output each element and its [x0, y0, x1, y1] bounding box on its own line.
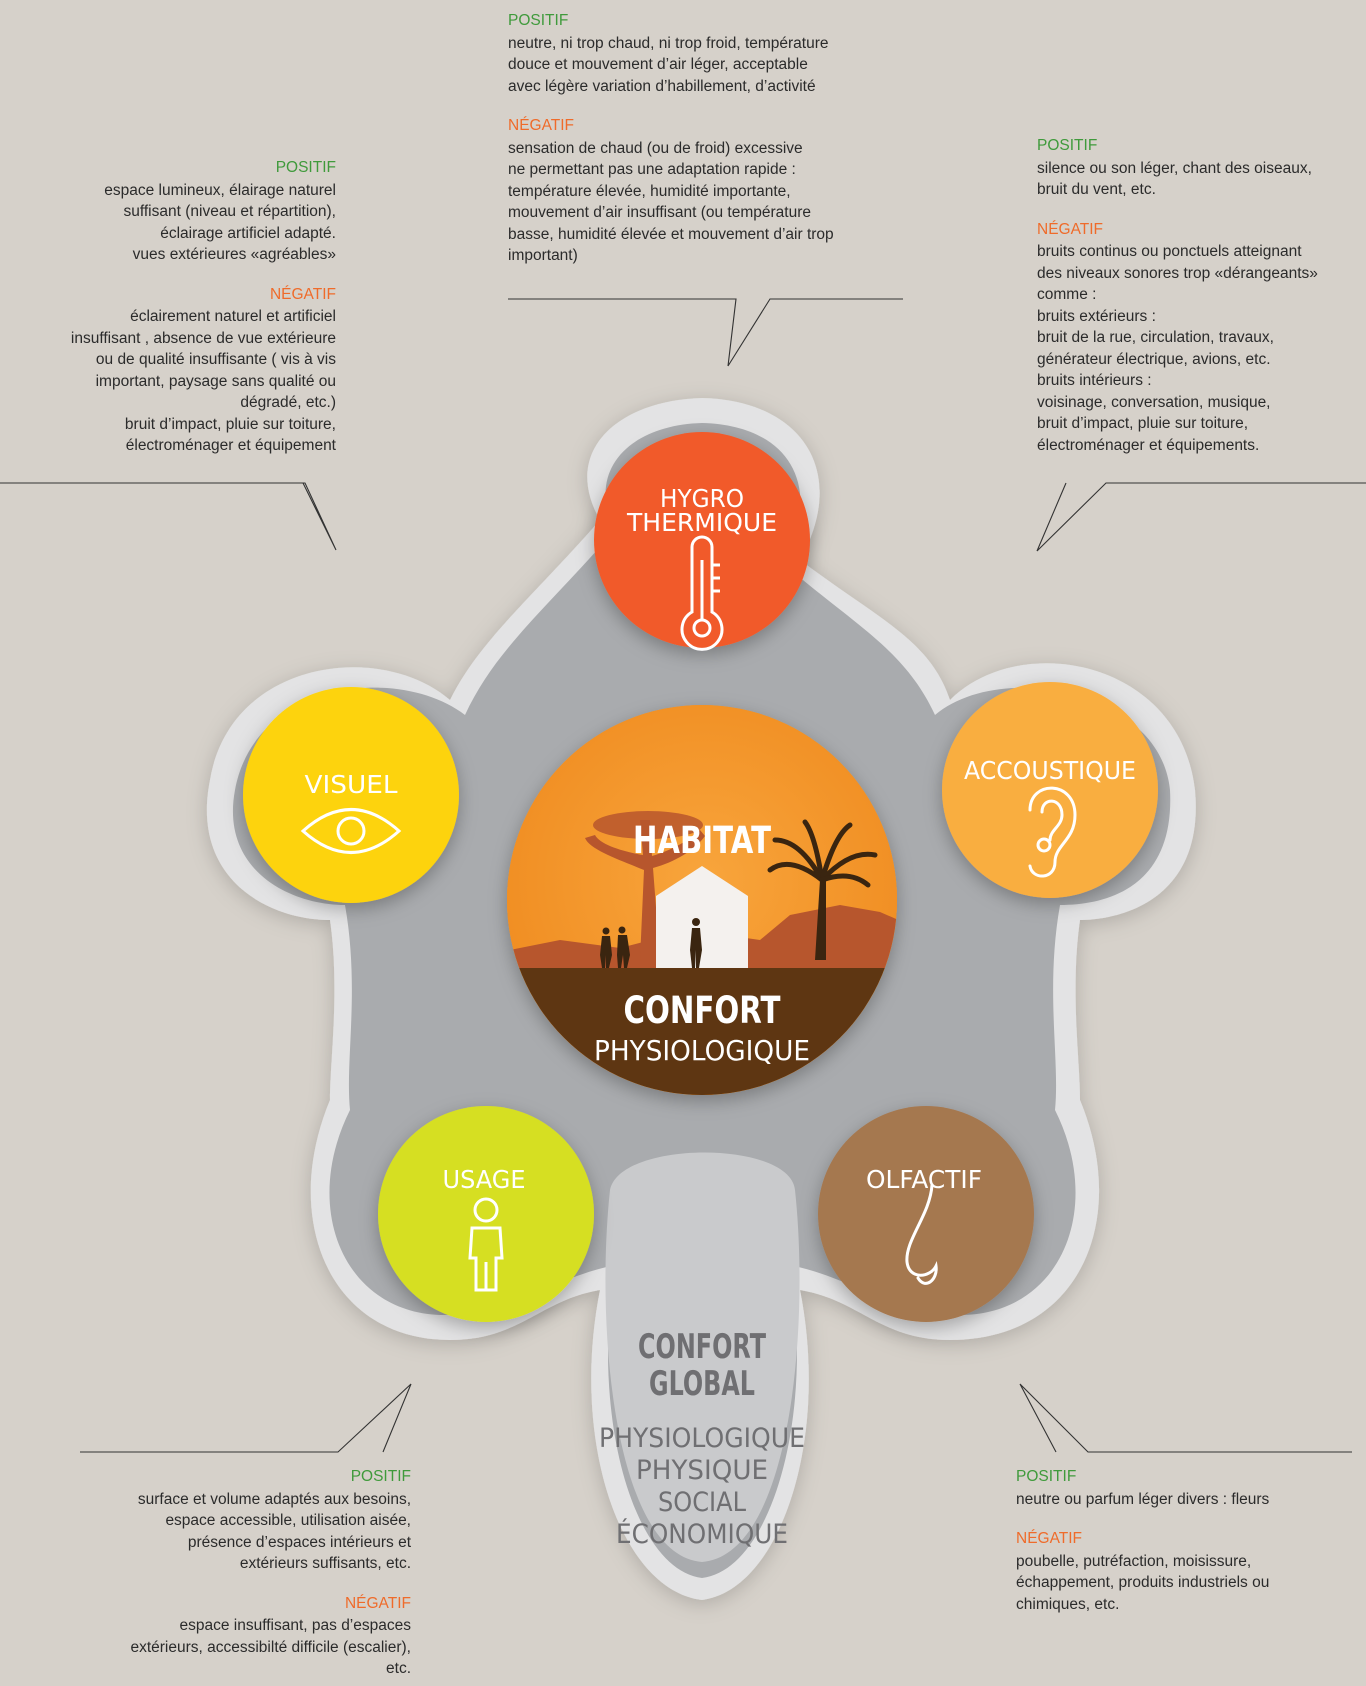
leader-acoustique: [1036, 482, 1366, 552]
olfactif-label: OLFACTIF: [866, 1165, 982, 1194]
global-item: ÉCONOMIQUE: [616, 1518, 788, 1550]
hygro-positive-text: neutre, ni trop chaud, ni trop froid, te…: [508, 34, 829, 95]
visuel-text-block: POSITIF espace lumineux, élairage nature…: [0, 157, 336, 457]
leader-visuel: [0, 482, 337, 551]
thermometer-icon: [680, 535, 724, 651]
circle-usage: [378, 1106, 594, 1322]
hygro-positive-label: POSITIF: [508, 12, 569, 29]
circle-olfactif: [818, 1106, 1034, 1322]
usage-text-block: POSITIF surface et volume adaptés aux be…: [40, 1466, 411, 1680]
hygro-label-line1: HYGRO: [660, 484, 744, 513]
global-item: SOCIAL: [658, 1487, 746, 1518]
circle-acoustique: [942, 682, 1158, 898]
circle-hygro: [594, 432, 810, 648]
acoustique-negative-label: NÉGATIF: [1037, 220, 1104, 238]
global-title-line1: CONFORT: [638, 1327, 767, 1367]
hygro-label-line2: THERMIQUE: [626, 508, 777, 537]
olfactif-text-block: POSITIF neutre ou parfum léger divers : …: [1016, 1466, 1356, 1615]
usage-positive-text: surface et volume adaptés aux besoins, e…: [137, 1490, 411, 1573]
center-subtitle: PHYSIOLOGIQUE: [594, 1034, 810, 1067]
usage-negative-text: espace insuffisant, pas d’espaces extéri…: [130, 1617, 411, 1677]
global-item: PHYSIQUE: [636, 1455, 768, 1486]
center-title: HABITAT: [633, 819, 772, 862]
leader-olfactif: [1019, 1383, 1352, 1453]
acoustique-positive-label: POSITIF: [1037, 137, 1098, 154]
circle-visuel: [243, 687, 459, 903]
person-icon: [468, 1197, 504, 1292]
center-subtitle-bold: CONFORT: [624, 989, 782, 1032]
eye-icon: [300, 808, 402, 854]
usage-positive-label: POSITIF: [350, 1468, 411, 1485]
usage-label: USAGE: [443, 1165, 526, 1194]
olfactif-negative-text: poubelle, putréfaction, moisissure, écha…: [1016, 1552, 1270, 1613]
olfactif-negative-label: NÉGATIF: [1016, 1530, 1083, 1547]
lower-blob: [605, 1152, 800, 1562]
visuel-positive-text: espace lumineux, élairage naturel suffis…: [104, 181, 336, 264]
hygro-negative-label: NÉGATIF: [508, 117, 575, 134]
hygro-negative-text: sensation de chaud (ou de froid) excessi…: [508, 139, 834, 265]
acoustique-positive-text: silence ou son léger, chant des oiseaux,…: [1037, 159, 1312, 199]
visuel-label: VISUEL: [305, 770, 398, 799]
leader-usage: [80, 1383, 412, 1453]
acoustique-text-block: POSITIF silence ou son léger, chant des …: [1037, 135, 1366, 456]
leader-hygro: [508, 298, 903, 367]
center-landscape: [507, 705, 897, 1095]
olfactif-positive-text: neutre ou parfum léger divers : fleurs: [1016, 1490, 1270, 1508]
global-title-line2: GLOBAL: [649, 1364, 755, 1404]
olfactif-positive-label: POSITIF: [1016, 1468, 1077, 1485]
leader-lines: [0, 298, 1366, 1453]
visuel-positive-label: POSITIF: [275, 159, 336, 176]
nose-icon: [905, 1183, 938, 1285]
hygro-text-block: POSITIF neutre, ni trop chaud, ni trop f…: [508, 10, 928, 267]
acoustique-label: ACCOUSTIQUE: [964, 756, 1136, 785]
acoustique-negative-text: bruits continus ou ponctuels atteignant …: [1037, 243, 1318, 454]
usage-negative-label: NÉGATIF: [344, 1594, 411, 1612]
visuel-negative-label: NÉGATIF: [269, 285, 336, 303]
global-item: PHYSIOLOGIQUE: [599, 1423, 805, 1454]
ear-icon: [1028, 786, 1077, 878]
visuel-negative-text: éclairement naturel et artificiel insuff…: [70, 308, 336, 454]
